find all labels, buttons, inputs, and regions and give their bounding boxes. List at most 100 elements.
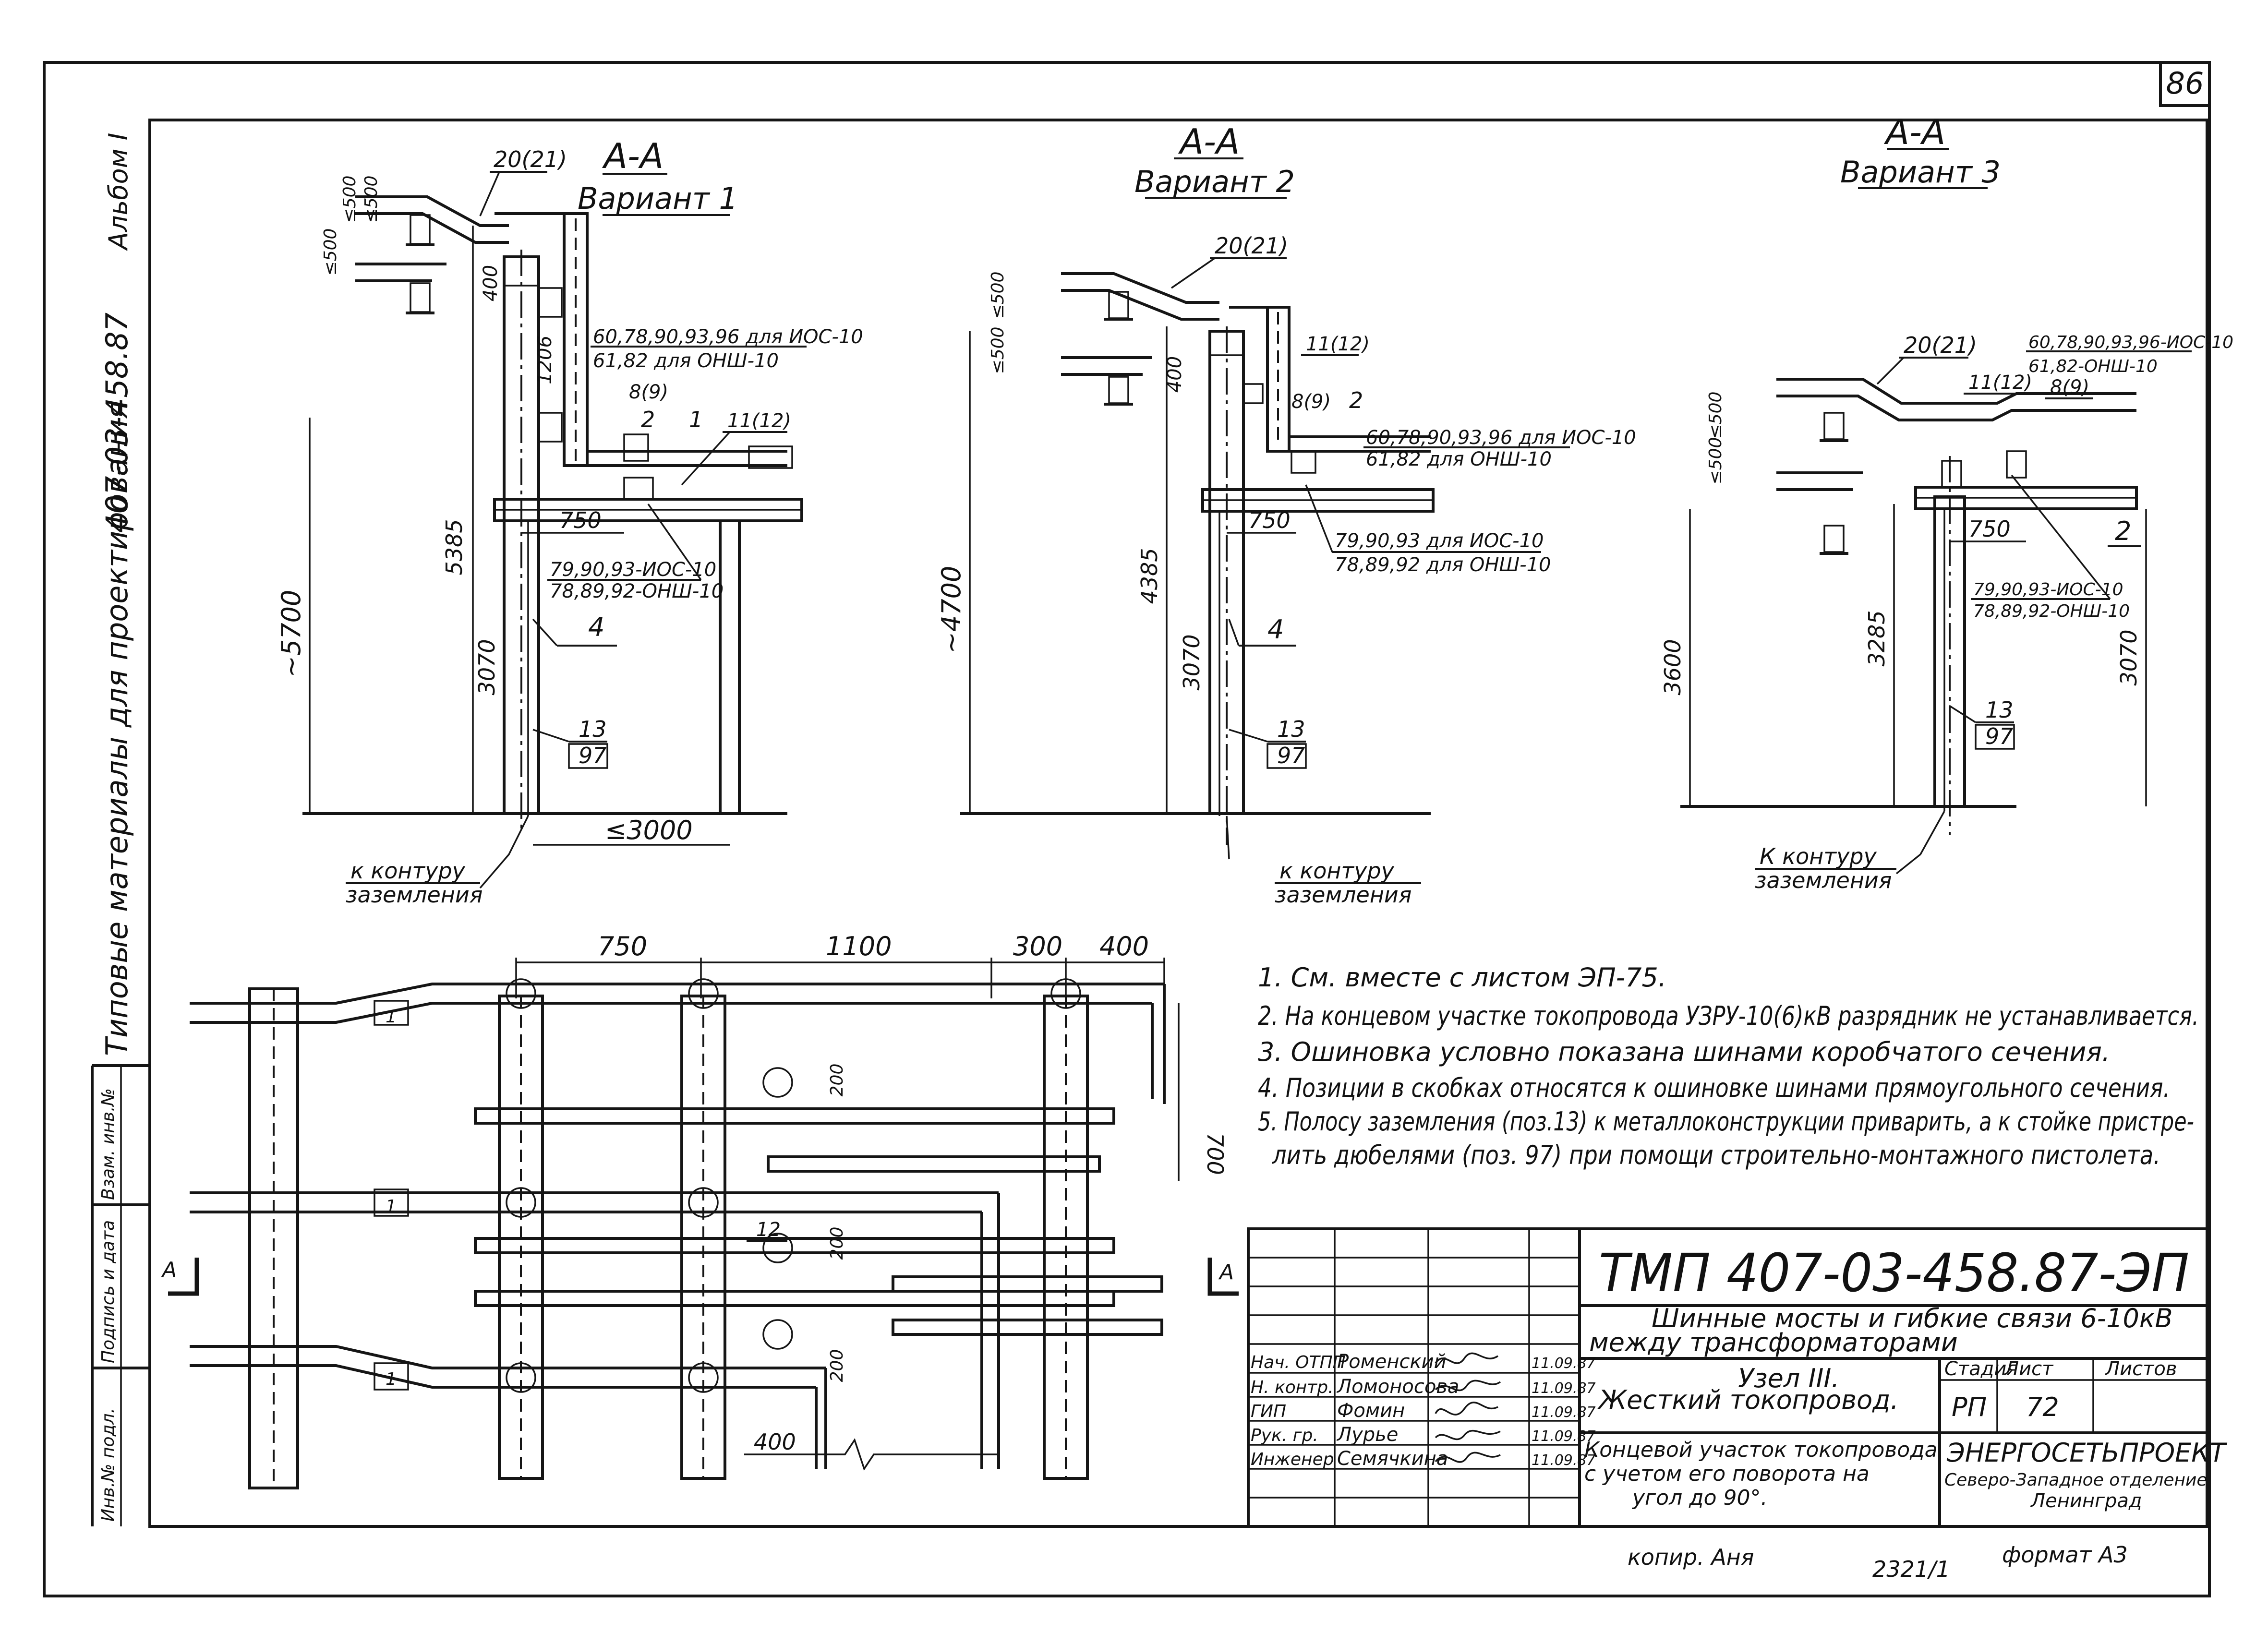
node-title-1: Узел III. [1738,1363,1839,1393]
stage-value: РП [1952,1392,1987,1422]
v2-dim-3070: 3070 [1179,634,1205,690]
v2-ground-label-1: к контуру [1279,858,1395,884]
v2-callout-79-90: 79,90,93 для ИОС-10 [1335,530,1544,552]
v2-callout-4: 4 [1267,614,1284,645]
v3-dim-3285: 3285 [1864,610,1890,666]
v1-subtitle: Вариант 1 [578,181,738,216]
staff-date-3: 11.09.87 [1532,1404,1596,1421]
plan-dim-200-c: 200 [827,1349,847,1382]
v1-ground-label-2: заземления [346,882,483,908]
v1-callout-13: 13 [579,716,607,742]
title-block: ТМП 407-03-458.87-ЭП Шинные мосты и гибк… [1247,1227,2228,1528]
staff-role-5: Инженер [1251,1450,1334,1469]
v3-callout-78-89: 78,89,92-ОНШ-10 [1973,601,2130,621]
v3-dim-500-a: ≤500 [1706,392,1725,439]
section-view-variant-3: А-А Вариант 3 3600 3285 3070 ≤500 ≤500 7… [1660,112,2233,893]
v2-dim-750: 750 [1248,507,1291,533]
v3-ground-label-1: К контуру [1760,843,1877,869]
staff-date-2: 11.09.87 [1532,1380,1596,1397]
plan-callout-1b: 1 [386,1197,397,1216]
sheet-label: Лист [2003,1358,2054,1380]
sheet-value: 72 [2026,1392,2059,1422]
v2-callout-61-82: 61,82 для ОНШ-10 [1366,448,1552,470]
v1-callout-97: 97 [579,743,607,768]
footer-format: формат А3 [2002,1542,2128,1568]
v2-callout-8-9: 8(9) [1291,391,1331,413]
v3-dim-3600: 3600 [1660,639,1686,695]
staff-role-4: Рук. гр. [1251,1426,1318,1445]
v1-callout-8-9: 8(9) [629,381,668,403]
outer-border [43,61,2211,1597]
plan-dim-400: 400 [1099,931,1149,961]
sheet-number-box [2159,61,2211,107]
signature-1 [1435,1352,1498,1364]
v2-callout-60-78: 60,78,90,93,96 для ИОС-10 [1366,427,1636,449]
plan-dim-1100: 1100 [826,931,892,961]
v1-dim-500-b: ≤500 [362,176,381,223]
staff-role-3: ГИП [1251,1402,1286,1421]
project-title-2: между трансформаторами [1589,1327,1958,1357]
note-1: 1. См. вместе с листом ЭП-75. [1258,962,1666,993]
staff-date-1: 11.09.87 [1532,1355,1596,1372]
v1-dim-5385: 5385 [441,519,467,575]
plan-callout-1a: 1 [386,1007,397,1027]
signature-4 [1435,1429,1501,1440]
v3-callout-97: 97 [1985,723,2014,749]
note-4: 4. Позиции в скобках относятся к ошиновк… [1258,1073,2170,1103]
section-view-variant-2: А-А Вариант 2 ~4700 4385 3070 400 ≤ [936,121,1636,908]
signature-5 [1435,1452,1501,1463]
v1-dim-750: 750 [559,507,602,533]
v3-dim-750: 750 [1968,516,2011,542]
v3-callout-13: 13 [1985,697,2014,723]
v1-dim-1206: 1206 [534,336,556,384]
staff-date-4: 11.09.87 [1532,1428,1596,1445]
v3-callout-60-78: 60,78,90,93,96-ИОС-10 [2028,333,2233,352]
v1-dim-3070: 3070 [474,639,500,695]
note-3: 3. Ошиновка условно показана шинами коро… [1258,1037,2110,1067]
drawing-title-3: угол до 90°. [1631,1486,1768,1510]
side-caption: Типовые материалы для проектирования 407… [99,133,134,1056]
plan-dim-700: 700 [1202,1133,1228,1175]
staff-name-1: Роменский [1337,1351,1447,1373]
section-view-variant-1: А-А Вариант 1 [276,136,863,908]
org-3: Ленинград [2030,1490,2142,1512]
v3-title: А-А [1884,112,1946,152]
v2-dim-4385: 4385 [1136,548,1162,604]
v1-title: А-А [602,136,664,176]
v3-callout-11-12: 11(12) [1968,372,2032,394]
note-5b: лить дюбелями (поз. 97) при помощи строи… [1272,1140,2160,1170]
plan-section-mark-left: А [161,1258,177,1282]
plan-view: 750 1100 300 400 700 [161,931,1239,1489]
staff-role-2: Н. контр. [1251,1378,1334,1397]
v1-dim-400: 400 [480,265,502,301]
org-2: Северо-Западное отделение [1944,1470,2208,1490]
plan-dim-300: 300 [1013,931,1062,961]
v2-dim-4700: ~4700 [936,566,966,654]
drawing-title-2: с учетом его поворота на [1584,1462,1870,1486]
note-5a: 5. Полосу заземления (поз.13) к металлок… [1258,1106,2194,1137]
stamp-label-signature: Подпись и дата [98,1220,118,1363]
staff-date-5: 11.09.87 [1532,1452,1596,1469]
v1-callout-61-82: 61,82 для ОНШ-10 [593,350,779,372]
v2-callout-20-21: 20(21) [1215,233,1288,259]
sheet-number: 86 [2166,66,2204,101]
stamp-label-replace: Взам. инв.№ [98,1088,118,1200]
v1-callout-79-90: 79,90,93-ИОС-10 [550,559,716,581]
v3-ground-label-2: заземления [1755,867,1892,893]
v1-callout-20-21: 20(21) [494,146,567,172]
v2-dim-400: 400 [1164,356,1186,393]
side-caption-text: Типовые материалы для проектирования [99,401,134,1056]
v2-callout-78-89: 78,89,92 для ОНШ-10 [1335,554,1551,576]
v2-ground-label-2: заземления [1275,882,1411,908]
v2-callout-97: 97 [1277,743,1305,768]
plan-dim-750: 750 [598,931,647,961]
plan-dim-400-bottom: 400 [754,1429,796,1455]
org-1: ЭНЕРГОСЕТЬПРОЕКТ [1946,1438,2228,1468]
v3-dim-500-b: ≤500 [1706,437,1725,485]
v3-callout-8-9: 8(9) [2050,376,2089,398]
v3-callout-61-82: 61,82-ОНШ-10 [2028,357,2158,376]
signature-2 [1435,1380,1501,1392]
v1-ground-label-1: к контуру [350,858,466,884]
v3-subtitle: Вариант 3 [1840,155,2001,190]
